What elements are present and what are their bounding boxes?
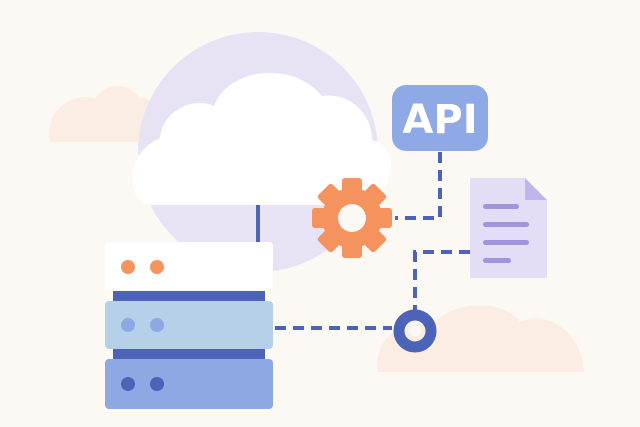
document-page <box>470 178 547 278</box>
server-top-dot <box>150 260 164 274</box>
document-icon <box>470 178 547 278</box>
document-line <box>483 258 511 263</box>
server-middle-dot <box>150 318 164 332</box>
server-middle-dot <box>121 318 135 332</box>
api-badge-box <box>392 85 488 151</box>
api-badge-label: API <box>402 97 477 143</box>
document-line <box>483 204 519 209</box>
dashed-connectors <box>275 152 470 330</box>
server-bottom-dot <box>121 377 135 391</box>
document-line <box>483 240 529 245</box>
server-unit-bottom <box>105 359 273 409</box>
node-ring <box>393 309 437 353</box>
connector-api-to-gear <box>395 152 442 220</box>
gear-icon <box>312 178 392 258</box>
server-unit-middle <box>105 301 273 349</box>
server-divider <box>113 291 265 301</box>
connection-node-icon <box>393 309 437 353</box>
api-badge: API <box>392 85 488 151</box>
cloud-icon <box>132 72 392 205</box>
server-divider <box>113 349 265 359</box>
server-bottom-dot <box>150 377 164 391</box>
node-center <box>409 325 421 337</box>
document-fold <box>525 178 547 200</box>
connector-document-to-node <box>413 250 470 310</box>
server-unit-top <box>105 242 273 290</box>
document-line <box>483 222 529 227</box>
server-icon <box>105 242 273 409</box>
gear-hole <box>338 204 366 232</box>
server-top-dot <box>121 260 135 274</box>
background-cloud-right <box>377 305 584 372</box>
background-cloud-left <box>49 86 155 142</box>
